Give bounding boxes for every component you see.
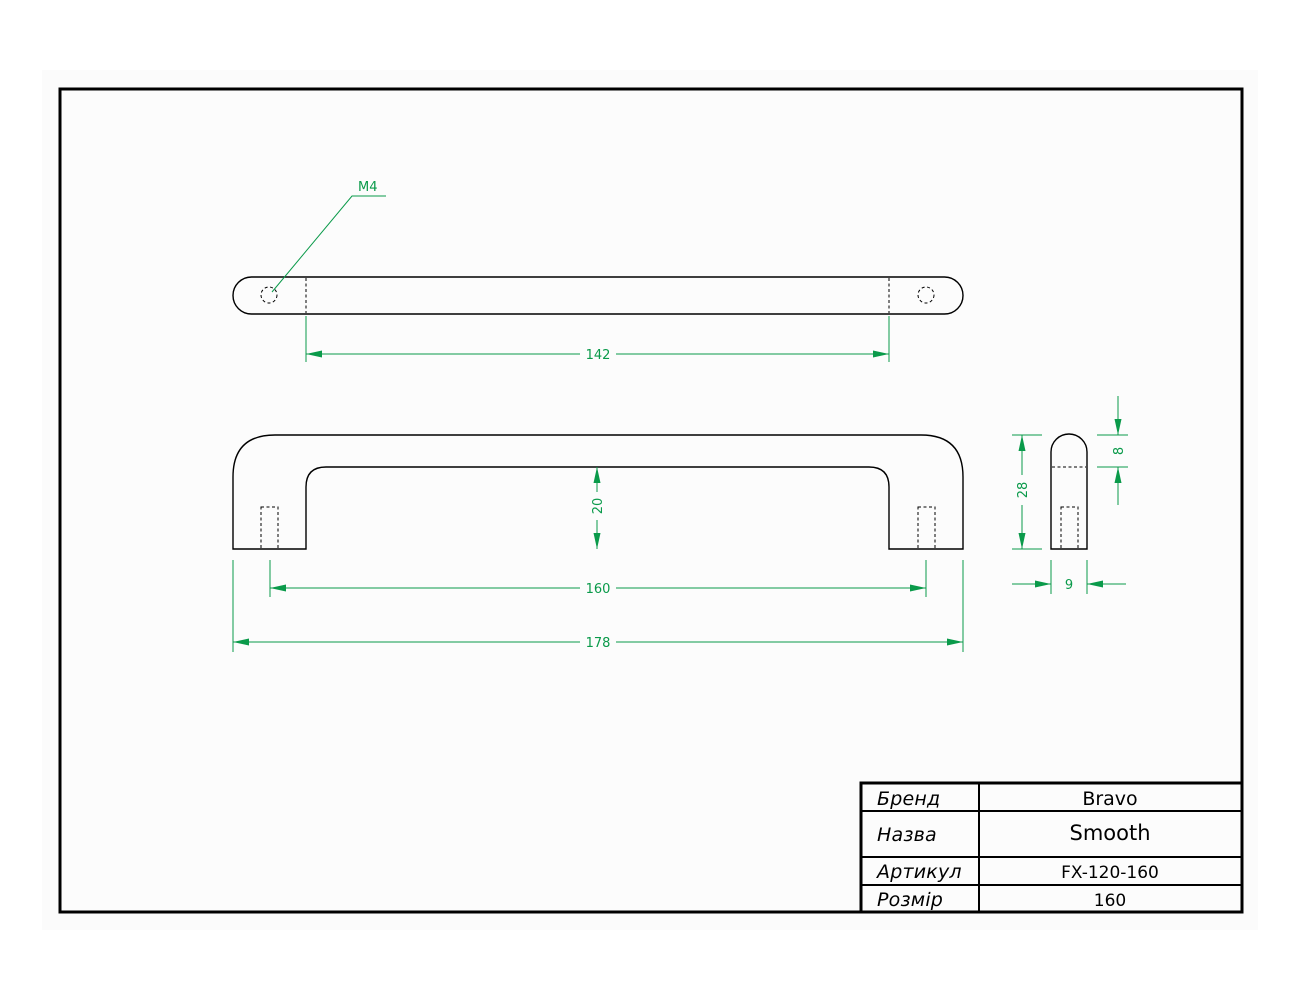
dimension-28: 28 [1012,434,1042,550]
thread-label: M4 [358,180,378,195]
brand-label: Бренд [877,788,940,810]
arrow-head [1035,580,1051,588]
arrow-head [593,533,601,549]
mounting-hole-left [260,286,278,304]
dimension-178: 178 [232,560,964,652]
side-view-outline [1050,433,1088,550]
arrow-head [873,350,889,358]
dimension-142: 142 [305,316,890,363]
name-value: Smooth [1069,821,1150,845]
dimension-160: 160 [269,560,927,597]
arrow-head [910,584,926,592]
title-block-border [859,781,1244,914]
title-block: Бренд Bravo Назва Smooth Артикул FX-120-… [859,781,1244,914]
front-view-outline [232,434,964,550]
side-view-thread-hole-hidden [1060,506,1079,550]
mounting-hole-right [917,286,935,304]
drawing-frame [58,87,1244,914]
thread-hole-hidden-right [917,506,936,550]
size-value: 160 [1094,891,1126,911]
brand-value: Bravo [1082,788,1137,810]
article-label: Артикул [875,861,962,883]
thread-hole-hidden-left [260,506,279,550]
dim-label-160: 160 [586,582,611,597]
dimension-9: 9 [1012,560,1126,594]
arrow-head [1018,533,1026,549]
dim-label-8: 8 [1112,447,1127,455]
arrow-head [947,638,963,646]
arrow-head [306,350,322,358]
arrow-head [1114,419,1122,435]
side-view [1050,433,1088,550]
arrow-head [593,467,601,483]
arrow-head [233,638,249,646]
arrow-head [1114,467,1122,483]
arrow-head [270,584,286,592]
dim-label-178: 178 [586,636,611,651]
thread-callout: M4 [271,180,386,293]
dim-label-142: 142 [586,348,611,363]
top-view-outline [232,276,964,315]
top-view [232,276,964,315]
arrow-head [1018,435,1026,451]
name-label: Назва [877,824,937,846]
arrow-head [1087,580,1103,588]
dimension-20: 20 [591,467,606,549]
dim-label-20: 20 [591,498,606,515]
thread-leader-line [271,195,386,293]
dimension-8: 8 [1097,396,1128,505]
dim-label-9: 9 [1065,578,1073,593]
front-view [232,434,964,550]
size-label: Розмір [877,889,943,911]
dim-label-28: 28 [1016,482,1031,499]
article-value: FX-120-160 [1061,863,1159,883]
